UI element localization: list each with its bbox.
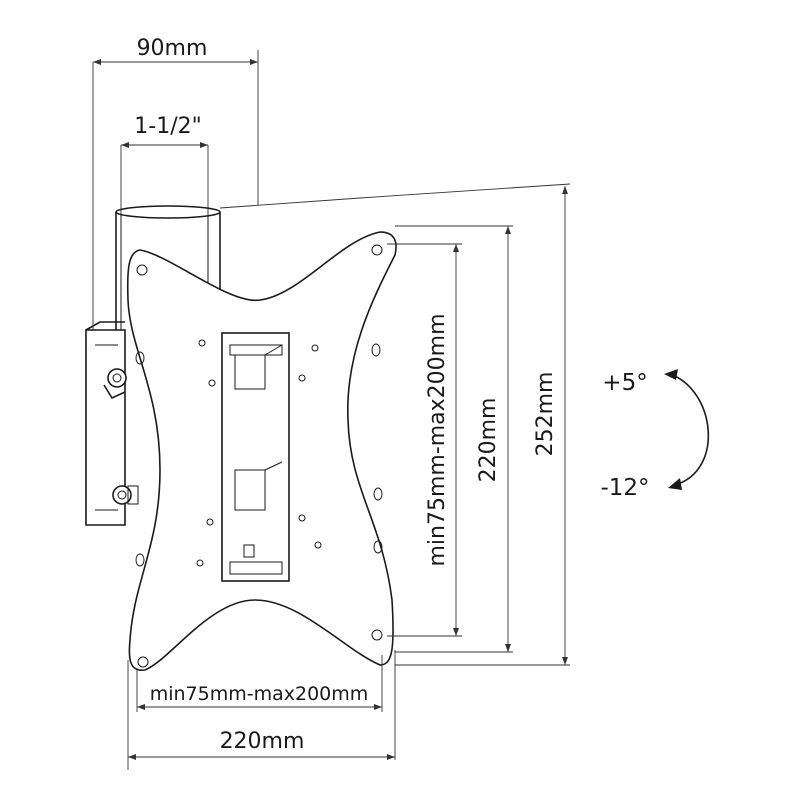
dim-vesa-vertical: min75mm-max200mm — [387, 243, 462, 637]
mounting-pole — [115, 205, 221, 335]
dim-plate-height-label: 220mm — [476, 398, 501, 483]
dim-vesa-horizontal-label: min75mm-max200mm — [150, 683, 369, 705]
dim-overall-height: 252mm — [219, 183, 571, 666]
arrow-up-icon — [664, 369, 678, 380]
arrow-down-icon — [668, 478, 682, 490]
dim-vesa-horizontal: min75mm-max200mm — [136, 655, 383, 712]
tilt-down-label: -12° — [600, 475, 649, 501]
clamp-bracket — [85, 321, 139, 526]
dim-plate-width: 220mm — [127, 650, 396, 770]
dim-plate-width-label: 220mm — [220, 729, 305, 754]
dim-plate-height: 220mm — [395, 225, 513, 653]
dim-overall-height-label: 252mm — [533, 372, 558, 457]
dim-pole-offset-label: 90mm — [137, 36, 208, 61]
dim-pole-diameter-label: 1-1/2" — [134, 114, 201, 139]
dim-vesa-vertical-label: min75mm-max200mm — [425, 313, 450, 566]
tilt-indicator: +5° -12° — [600, 369, 709, 501]
dim-pole-offset: 90mm — [92, 36, 259, 330]
vesa-plate — [126, 231, 397, 671]
tilt-up-label: +5° — [602, 370, 647, 396]
dim-pole-diameter: 1-1/2" — [120, 114, 209, 215]
